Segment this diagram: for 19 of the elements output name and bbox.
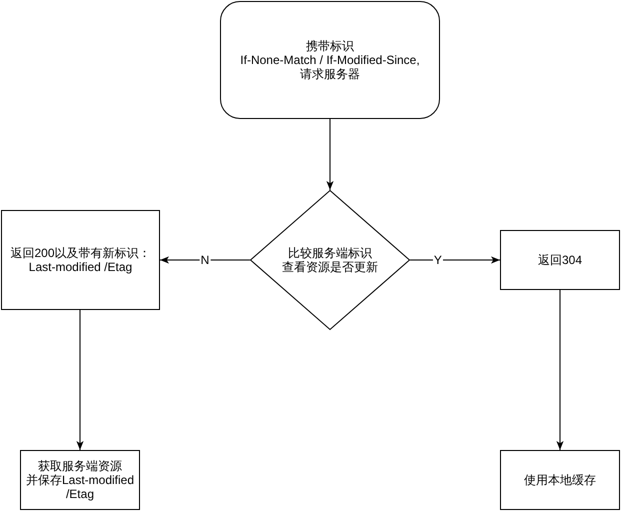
decision-diamond xyxy=(250,190,410,330)
node-text: 使用本地缓存 xyxy=(524,473,596,487)
node-text: 比较服务端标识查看资源是否更新 xyxy=(282,246,378,274)
node-text: 返回200以及带有新标识： Last-modified /Etag xyxy=(10,246,151,274)
arrow xyxy=(556,290,564,450)
arrow xyxy=(410,256,500,264)
process-box xyxy=(500,230,620,290)
arrow xyxy=(76,310,84,450)
arrow xyxy=(160,256,250,264)
node-text: 返回304 xyxy=(538,253,582,267)
edge-label: Y xyxy=(432,253,443,267)
node-text: 携带标识 If-None-Match / If-Modified-Since, 请求服务器 xyxy=(240,39,420,81)
arrow xyxy=(326,118,334,190)
process-box xyxy=(20,450,140,510)
process-box xyxy=(500,450,620,510)
rounded-box xyxy=(220,1,440,119)
edge-label: N xyxy=(200,253,210,267)
process-box xyxy=(1,210,160,310)
node-text: 获取服务端资源并保存Last-modified /Etag xyxy=(26,459,134,501)
